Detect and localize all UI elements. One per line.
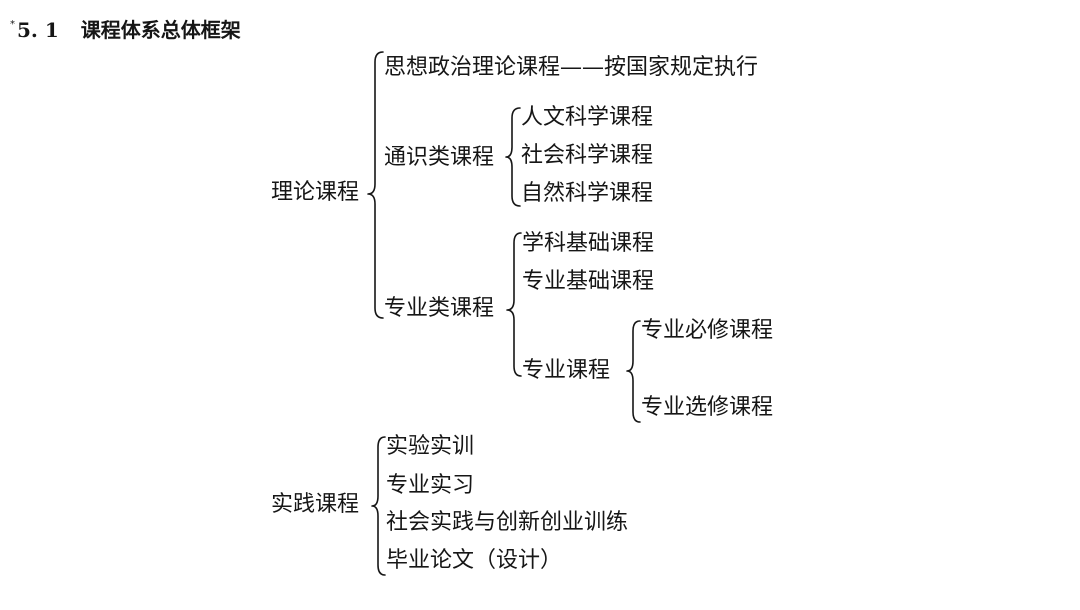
- leaf-practice-2: 专业实习: [386, 473, 475, 498]
- brace-theory: [367, 51, 384, 319]
- section-marker: *: [10, 19, 15, 30]
- section-heading: *5. 1 课程体系总体框架: [10, 18, 241, 42]
- leaf-practice-3: 社会实践与创新创业训练: [386, 510, 629, 535]
- node-political: 思想政治理论课程——按国家规定执行: [384, 55, 759, 80]
- node-professional: 专业课程: [522, 358, 611, 383]
- node-practice: 实践课程: [271, 492, 360, 517]
- node-major: 专业类课程: [384, 296, 495, 321]
- node-general: 通识类课程: [384, 145, 495, 170]
- leaf-major-2: 专业基础课程: [522, 269, 655, 294]
- brace-professional: [626, 320, 641, 423]
- leaf-practice-4: 毕业论文（设计）: [386, 548, 563, 573]
- section-number: 5. 1: [17, 18, 59, 42]
- section-title: 课程体系总体框架: [80, 18, 241, 42]
- leaf-general-3: 自然科学课程: [521, 181, 654, 206]
- leaf-practice-1: 实验实训: [386, 434, 475, 459]
- node-theory: 理论课程: [271, 180, 360, 205]
- leaf-general-1: 人文科学课程: [521, 105, 654, 130]
- leaf-professional-1: 专业必修课程: [641, 318, 774, 343]
- leaf-professional-2: 专业选修课程: [641, 395, 774, 420]
- brace-major: [506, 232, 522, 377]
- brace-practice: [371, 436, 386, 576]
- leaf-major-1: 学科基础课程: [522, 231, 655, 256]
- brace-general: [505, 107, 521, 207]
- leaf-general-2: 社会科学课程: [521, 143, 654, 168]
